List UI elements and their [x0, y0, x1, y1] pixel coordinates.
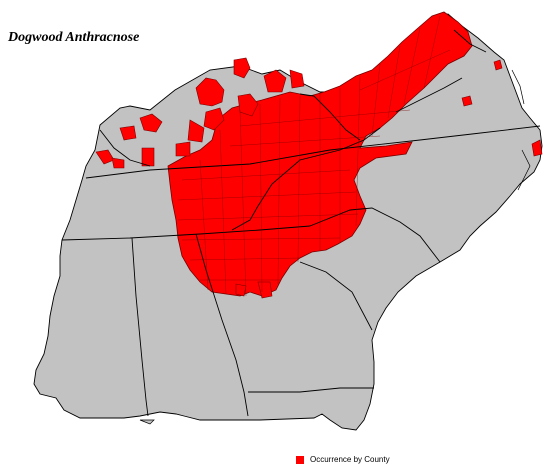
coastal-islands: [139, 69, 531, 425]
occurrence-patch: [187, 119, 205, 143]
occurrence-patch: [233, 57, 251, 79]
occurrence-patches: [95, 57, 543, 299]
occurrence-patch: [203, 107, 225, 131]
county-lines: [177, 15, 451, 297]
occurrence-patch: [257, 281, 273, 299]
occurrence-patch: [111, 157, 125, 169]
occurrence-patch: [235, 283, 247, 297]
occurrence-patch: [139, 113, 163, 133]
occurrence-patch: [195, 77, 225, 107]
occurrence-patch: [141, 147, 155, 167]
legend-label: Occurrence by County: [310, 455, 390, 464]
legend-swatch: [296, 455, 304, 464]
occurrence-patch: [237, 93, 259, 117]
occurrence-patch: [175, 141, 191, 157]
occurrence-patch: [263, 69, 287, 93]
occurrence-patch: [289, 69, 305, 89]
map-title: Dogwood Anthracnose: [8, 30, 140, 45]
occurrence-patch: [119, 125, 137, 141]
occurrence-patch: [493, 59, 503, 71]
occurrence-patch: [531, 139, 543, 157]
legend: Occurrence by County: [296, 455, 390, 464]
occurrence-patch: [461, 95, 473, 107]
